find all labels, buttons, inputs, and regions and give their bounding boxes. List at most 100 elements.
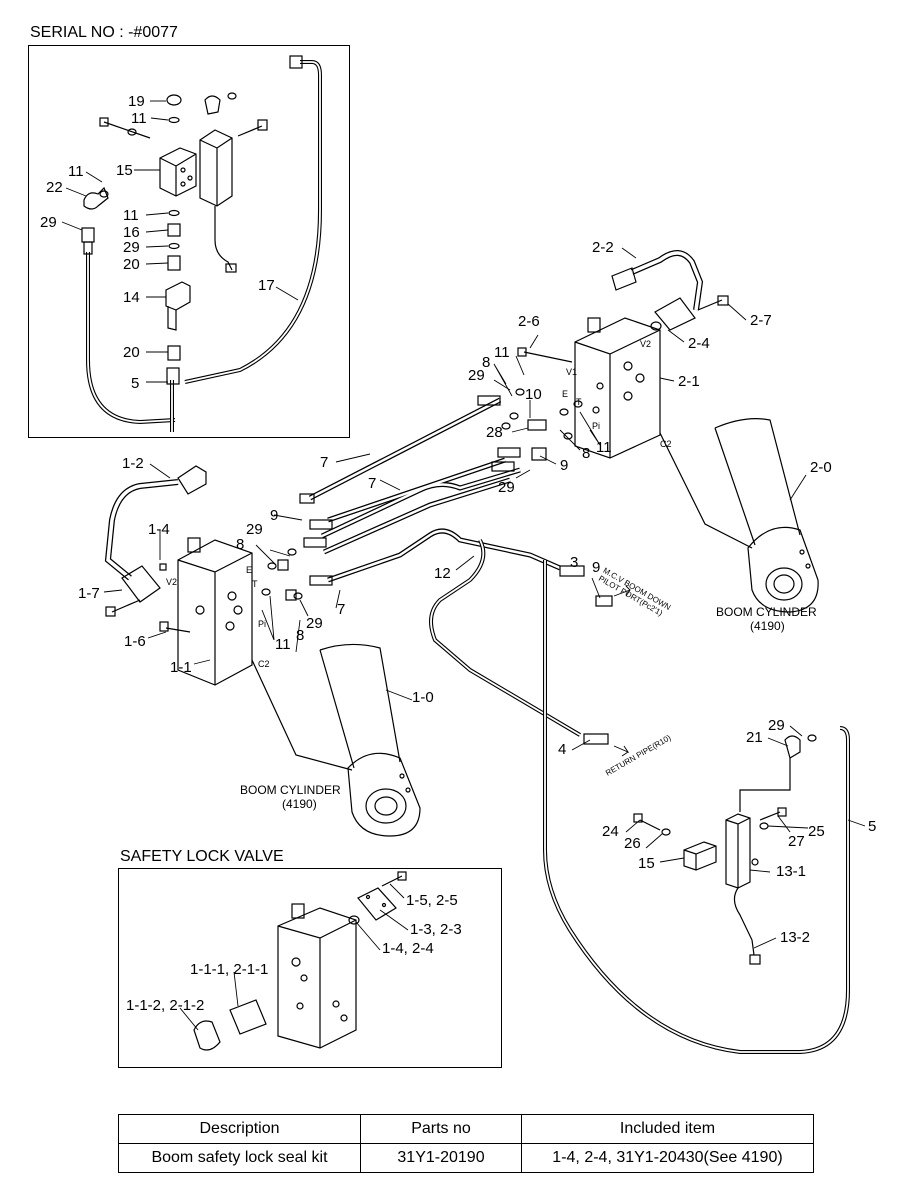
header-parts-no: Parts no <box>360 1114 522 1144</box>
callout-2-6: 2-6 <box>518 313 540 330</box>
callout-9: 9 <box>592 559 601 576</box>
valve-1-1 <box>104 465 253 686</box>
parts-table: Description Parts no Included item Boom … <box>118 1114 814 1173</box>
callout-7: 7 <box>337 601 346 618</box>
solenoid-group <box>633 734 817 965</box>
cell-description: Boom safety lock seal kit <box>118 1143 361 1173</box>
callout-1-7: 1-7 <box>78 585 100 602</box>
port-e: E <box>562 389 569 399</box>
callout-28: 28 <box>486 424 503 441</box>
callout-12: 12 <box>434 565 451 582</box>
callout-15: 15 <box>638 855 655 872</box>
callout-3: 3 <box>570 554 579 571</box>
callout-1-1-2-2-1-2: 1-1-2, 2-1-2 <box>126 997 205 1014</box>
callout-19: 19 <box>128 93 145 110</box>
port-pi: Pi <box>258 619 267 629</box>
callout-29: 29 <box>123 239 140 256</box>
callout-1-6: 1-6 <box>124 633 146 650</box>
callout-1-0: 1-0 <box>412 689 434 706</box>
header-included-item: Included item <box>521 1114 814 1144</box>
callout-2-4: 2-4 <box>688 335 710 352</box>
port-t: T <box>252 579 258 589</box>
callout-14: 14 <box>123 289 140 306</box>
callout-20: 20 <box>123 344 140 361</box>
callout-29: 29 <box>468 367 485 384</box>
callout-8: 8 <box>582 445 591 462</box>
callout-25: 25 <box>808 823 825 840</box>
callout-1-3-2-3: 1-3, 2-3 <box>410 921 462 938</box>
port-t: T <box>576 397 582 407</box>
safety-lock-valve-frame <box>118 868 502 1068</box>
callout-27: 27 <box>788 833 805 850</box>
boom-cylinder-right-ref: (4190) <box>750 619 785 633</box>
hose-5 <box>543 560 850 1054</box>
valve-2-1 <box>517 250 729 459</box>
callout-29: 29 <box>40 214 57 231</box>
callout-29: 29 <box>768 717 785 734</box>
callout-2-1: 2-1 <box>678 373 700 390</box>
callout-7: 7 <box>320 454 329 471</box>
serial-number-header: SERIAL NO : -#0077 <box>30 24 178 41</box>
callout-1-1-1-2-1-1: 1-1-1, 2-1-1 <box>190 961 269 978</box>
callout-1-1: 1-1 <box>170 659 192 676</box>
callout-24: 24 <box>602 823 619 840</box>
callout-13-1: 13-1 <box>776 863 807 880</box>
callout-5: 5 <box>131 375 140 392</box>
callout-29: 29 <box>246 521 263 538</box>
callout-9: 9 <box>560 457 569 474</box>
callout-11: 11 <box>123 207 139 224</box>
port-v2: V2 <box>640 339 652 349</box>
callout-26: 26 <box>624 835 641 852</box>
direction-arrows <box>613 585 631 757</box>
callout-8: 8 <box>296 627 305 644</box>
header-description: Description <box>118 1114 361 1144</box>
callout-2-0: 2-0 <box>810 459 832 476</box>
callout-29: 29 <box>306 615 323 632</box>
boom-cylinder-left-label: BOOM CYLINDER <box>240 783 341 797</box>
callout-17: 17 <box>258 277 275 294</box>
callout-16: 16 <box>123 224 140 241</box>
hose-fittings <box>261 388 613 745</box>
boom-cylinder-right-label: BOOM CYLINDER <box>716 605 817 619</box>
callout-22: 22 <box>46 179 63 196</box>
callout-5: 5 <box>868 818 877 835</box>
callout-11: 11 <box>68 163 84 180</box>
callout-8: 8 <box>236 536 245 553</box>
boom-cylinder-2-0 <box>659 418 819 613</box>
callout-1-2: 1-2 <box>122 455 144 472</box>
port-c2: C2 <box>258 659 270 669</box>
callout-1-4-2-4: 1-4, 2-4 <box>382 940 434 957</box>
callout-11: 11 <box>494 344 510 361</box>
port-c2: C2 <box>660 439 672 449</box>
safety-lock-inset <box>193 871 407 1051</box>
parts-table-header-row: Description Parts no Included item <box>118 1114 814 1144</box>
callout-20: 20 <box>123 256 140 273</box>
table-row: Boom safety lock seal kit 31Y1-20190 1-4… <box>118 1143 814 1173</box>
port-v1: V1 <box>566 367 578 377</box>
serial-inset-parts <box>81 55 322 432</box>
port-pi: Pi <box>592 421 601 431</box>
callout-1-5-2-5: 1-5, 2-5 <box>406 892 458 909</box>
callout-8: 8 <box>482 354 491 371</box>
callout-29: 29 <box>498 479 515 496</box>
leader-lines <box>61 100 866 1031</box>
cell-included-item: 1-4, 2-4, 31Y1-20430(See 4190) <box>521 1143 814 1173</box>
safety-lock-valve-title: SAFETY LOCK VALVE <box>120 848 284 865</box>
cell-parts-no: 31Y1-20190 <box>360 1143 522 1173</box>
callout-11: 11 <box>131 110 147 127</box>
callout-13-2: 13-2 <box>780 929 811 946</box>
callout-1-4: 1-4 <box>148 521 170 538</box>
callout-15: 15 <box>116 162 133 179</box>
callout-2-2: 2-2 <box>592 239 614 256</box>
port-e: E <box>246 565 253 575</box>
callout-11: 11 <box>275 636 291 653</box>
callout-4: 4 <box>558 741 567 758</box>
callout-10: 10 <box>525 386 542 403</box>
callout-2-7: 2-7 <box>750 312 772 329</box>
hoses-7-core <box>309 398 561 582</box>
hose-12 <box>429 539 582 737</box>
callout-7: 7 <box>368 475 377 492</box>
callout-9: 9 <box>270 507 279 524</box>
port-v2: V2 <box>166 577 178 587</box>
